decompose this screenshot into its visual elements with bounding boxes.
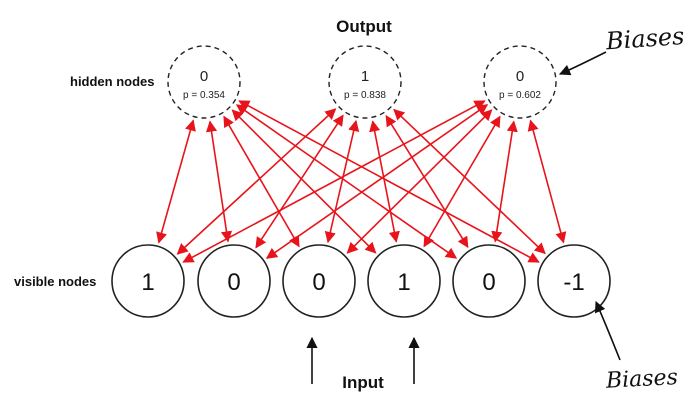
connection-arrow (385, 114, 469, 249)
hidden-node-circle (167, 45, 241, 119)
hidden-node-probability: p = 0.354 (183, 90, 225, 101)
connection-arrow (527, 119, 567, 244)
visible-node: 1 (111, 244, 185, 318)
visible-node-value: 1 (141, 269, 154, 296)
visible-node-circle (197, 244, 271, 318)
hidden-node: 1 p = 0.838 (328, 45, 402, 119)
visible-node-value: 1 (397, 269, 410, 296)
connection-arrow (238, 100, 540, 263)
connection-arrow (205, 120, 233, 243)
visible-node: 0 (282, 244, 356, 318)
connection-arrow (235, 104, 458, 259)
visible-node: -1 (537, 244, 611, 318)
visible-node-value: 0 (227, 269, 240, 296)
hidden-node-circle (328, 45, 402, 119)
visible-nodes-label: visible nodes (14, 274, 96, 289)
bias-arrow-bottom (594, 300, 621, 361)
visible-node: 0 (197, 244, 271, 318)
bias-annotation-bottom: Biases (604, 365, 678, 394)
connection-arrow (223, 115, 300, 248)
hidden-node-probability: p = 0.838 (344, 90, 386, 101)
hidden-node: 0 p = 0.602 (483, 45, 557, 119)
connection-arrow (255, 114, 344, 249)
visible-node-circle (537, 244, 611, 318)
visible-node: 1 (367, 244, 441, 318)
hidden-node-value: 0 (200, 68, 208, 85)
input-label: Input (342, 373, 384, 392)
connection-lines (156, 100, 567, 263)
bias-annotation-top: Biases (604, 22, 685, 55)
bias-arrow-top (558, 51, 607, 76)
visible-node-circle (111, 244, 185, 318)
visible-node-value: 0 (482, 269, 495, 296)
hidden-node: 0 p = 0.354 (167, 45, 241, 119)
connection-arrow (423, 115, 501, 248)
visible-node-value: -1 (563, 269, 584, 296)
connection-arrow (176, 108, 337, 255)
hidden-node-value: 0 (516, 68, 524, 85)
connection-arrow (156, 119, 196, 244)
visible-node: 0 (452, 244, 526, 318)
hidden-nodes-label: hidden nodes (70, 74, 155, 89)
hidden-node-probability: p = 0.602 (499, 90, 541, 101)
visible-node-value: 0 (312, 269, 325, 296)
visible-node-circle (452, 244, 526, 318)
hidden-node-value: 1 (361, 68, 369, 85)
connection-arrow (324, 119, 360, 244)
output-title: Output (336, 17, 392, 36)
visible-node-circle (282, 244, 356, 318)
connection-arrow (491, 120, 518, 243)
hidden-node-circle (483, 45, 557, 119)
visible-node-circle (367, 244, 441, 318)
